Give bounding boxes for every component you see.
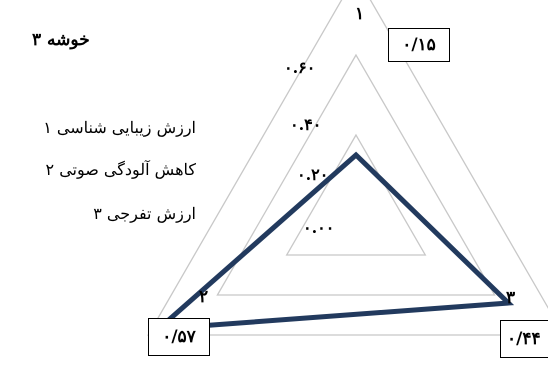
axis-label-1: ۱ xyxy=(355,4,365,24)
tick-label-020: ۰.۲۰ xyxy=(297,165,329,184)
legend-item-3: ارزش تفرجی ۳ xyxy=(93,204,196,223)
legend-item-2: کاهش آلودگی صوتی ۲ xyxy=(45,160,196,179)
grid-ring-2 xyxy=(216,53,496,296)
axis-label-2: ۲ xyxy=(199,287,209,307)
tick-label-040: ۰.۴۰ xyxy=(290,115,322,134)
grid-ring-3 xyxy=(147,0,548,336)
axis-label-3: ۳ xyxy=(506,288,516,308)
value-box-3: ۰/۴۴ xyxy=(500,320,548,358)
legend-item-1: ارزش زیبایی شناسی ۱ xyxy=(43,118,196,137)
tick-label-000: ۰.۰۰ xyxy=(303,218,335,237)
tick-label-060: ۰.۶۰ xyxy=(284,58,316,77)
value-box-1: ۰/۱۵ xyxy=(388,28,450,62)
chart-title: خوشه ۳ xyxy=(32,30,90,50)
value-box-2: ۰/۵۷ xyxy=(148,318,210,356)
grid-ring-1 xyxy=(285,133,427,256)
series-polygon xyxy=(151,151,515,333)
